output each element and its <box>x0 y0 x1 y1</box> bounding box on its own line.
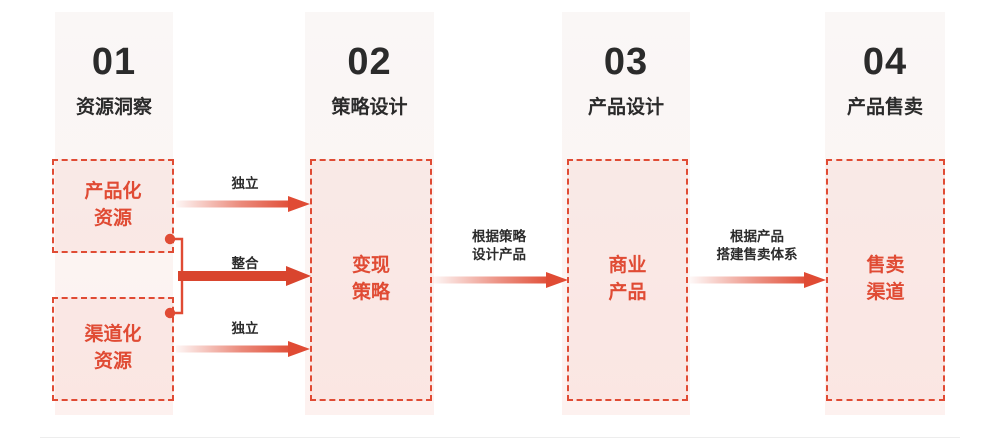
arrow-strategy-to-product <box>432 272 568 288</box>
column-title-3: 产品设计 <box>587 97 664 118</box>
arrow-product-to-sales-label: 根据产品 搭建售卖体系 <box>716 229 798 263</box>
column-band-4 <box>825 12 945 415</box>
column-title-1: 资源洞察 <box>75 97 152 118</box>
node-channel-resource[interactable]: 渠道化 资源 <box>52 297 174 401</box>
column-number-4: 04 <box>862 41 908 83</box>
node-sales-channel-label: 售卖 渠道 <box>866 255 905 303</box>
column-title-2: 策略设计 <box>331 97 408 118</box>
arrow-independent-bottom-label: 独立 <box>231 321 259 336</box>
column-number-3: 03 <box>603 41 649 83</box>
column-band-1 <box>55 12 173 415</box>
column-number-1: 01 <box>91 41 137 83</box>
column-number-2: 02 <box>347 41 392 83</box>
node-product-resource-label: 产品化 资源 <box>84 181 142 229</box>
node-sales-channel[interactable]: 售卖 渠道 <box>826 159 945 401</box>
node-monetization-strategy[interactable]: 变现 策略 <box>310 159 432 401</box>
column-band-3 <box>562 12 690 415</box>
arrow-strategy-to-product-label: 根据策略 设计产品 <box>472 229 526 263</box>
arrow-independent-bottom <box>176 341 310 357</box>
arrow-independent-top-label: 独立 <box>231 176 259 191</box>
column-band-2 <box>305 12 434 415</box>
node-channel-resource-label: 渠道化 资源 <box>84 324 142 372</box>
node-product-resource[interactable]: 产品化 资源 <box>52 159 174 253</box>
node-monetization-strategy-label: 变现 策略 <box>351 255 390 303</box>
node-business-product-label: 商业 产品 <box>608 255 647 303</box>
arrow-integrate <box>178 266 311 286</box>
arrow-integrate-label: 整合 <box>231 256 259 271</box>
bottom-divider <box>40 437 960 438</box>
node-business-product[interactable]: 商业 产品 <box>567 159 688 401</box>
arrow-independent-top <box>176 196 310 212</box>
arrow-product-to-sales <box>690 272 826 288</box>
column-title-4: 产品售卖 <box>846 97 923 118</box>
